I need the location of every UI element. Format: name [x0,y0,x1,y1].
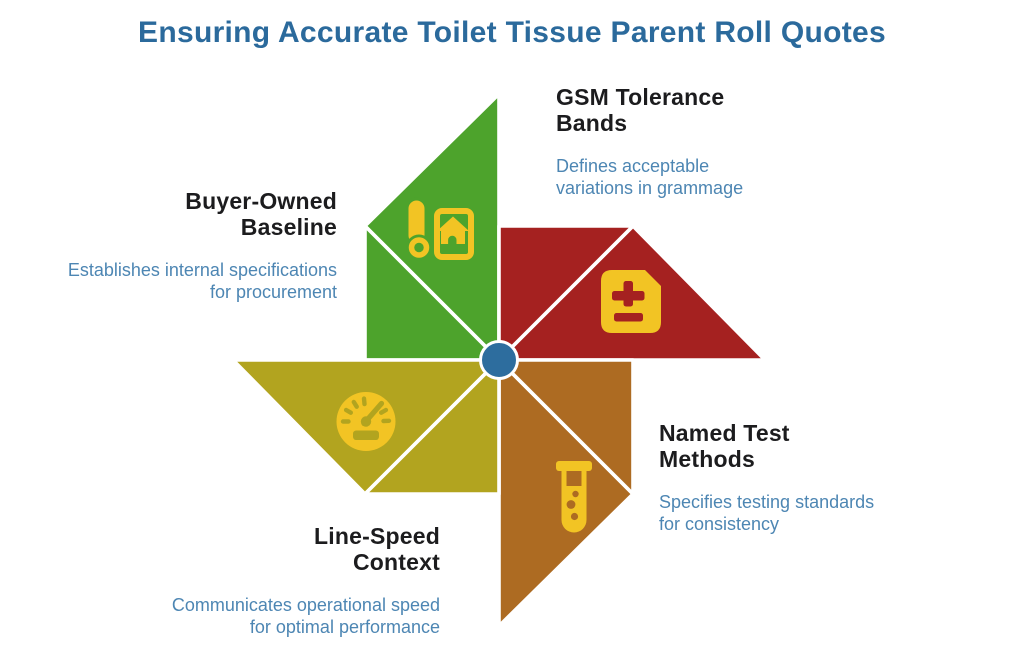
roll-end-ring [408,237,430,258]
section-heading: Line-Speed Context [172,523,440,575]
description-line: Specifies testing standards [659,492,875,512]
description-line: for consistency [659,514,780,534]
wallpaper-roll-icon [405,197,474,261]
tube-opening [566,471,582,486]
bubble [566,500,576,509]
section-gsm-tolerance-bands: GSM Tolerance Bands Defines acceptable v… [556,84,743,199]
heading-line: Buyer-Owned [185,188,337,214]
center-hub [479,340,519,380]
plus-minus-document-icon [601,270,661,333]
description-line: for optimal performance [249,617,440,637]
section-heading: GSM Tolerance Bands [556,84,743,136]
section-line-speed-context: Line-Speed Context Communicates operatio… [172,523,440,638]
heading-line: Methods [659,446,755,472]
section-buyer-owned-baseline: Buyer-Owned Baseline Establishes interna… [68,188,337,303]
heading-line: Bands [556,110,628,136]
heading-line: Named Test [659,420,790,446]
plus-horizontal-bar [612,291,645,301]
gauge-base-bar [353,430,379,440]
description-line: Defines acceptable [556,156,710,176]
frame-shape [434,208,474,260]
section-named-test-methods: Named Test Methods Specifies testing sta… [659,420,874,535]
section-description: Communicates operational speed for optim… [172,594,440,638]
gauge-hub [360,416,372,427]
section-heading: Buyer-Owned Baseline [68,188,337,240]
heading-line: Baseline [240,214,337,240]
bubble [570,512,579,521]
section-description: Establishes internal specifications for … [68,259,337,303]
description-line: for procurement [209,282,337,302]
bubble [572,490,579,498]
diagram-title: Ensuring Accurate Toilet Tissue Parent R… [138,16,886,49]
heading-line: GSM Tolerance [556,84,725,110]
blade-named-test-tail [497,358,635,496]
house-shape [437,216,469,244]
description-line: Establishes internal specifications [67,260,337,280]
speedometer-icon [336,392,396,451]
gauge-ticks [340,396,392,427]
section-description: Specifies testing standards for consiste… [659,491,874,535]
minus-bar [614,313,643,322]
test-tube-icon [556,461,592,533]
heading-line: Line-Speed [314,523,440,549]
heading-line: Context [352,549,440,575]
pinwheel-blades [231,92,767,628]
description-line: Communicates operational speed [171,595,440,615]
blade-line-speed-tail [363,358,501,496]
blade-gsm-tail [497,224,635,362]
section-heading: Named Test Methods [659,420,874,472]
description-line: variations in grammage [556,178,744,198]
section-description: Defines acceptable variations in grammag… [556,155,743,199]
